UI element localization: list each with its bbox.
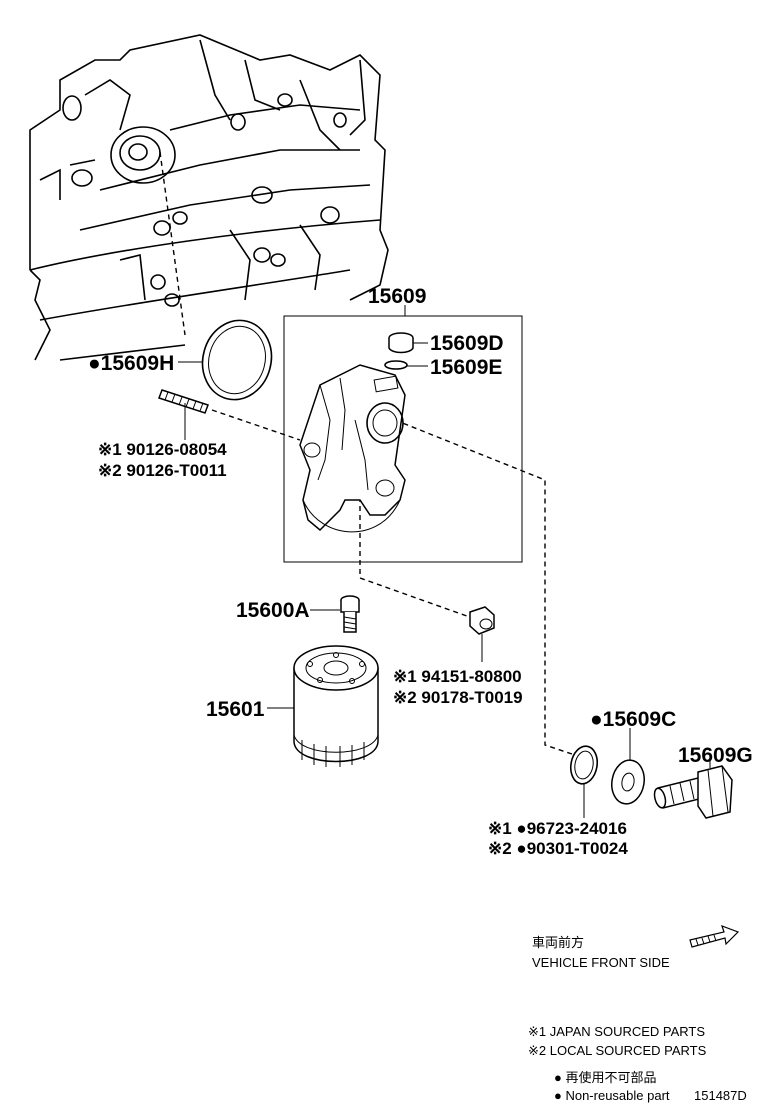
callout-15609e: 15609E <box>430 356 502 379</box>
legend-local-sourced: ※2 LOCAL SOURCED PARTS <box>528 1043 707 1058</box>
oil-filter-15601 <box>293 645 379 767</box>
callout-15609g: 15609G <box>678 744 753 767</box>
callout-15609c: ●15609C <box>590 708 676 731</box>
assembly-path-stud <box>211 409 301 441</box>
front-side-label-jp: 車両前方 <box>532 935 584 950</box>
callout-gasket-local: ※2 ●90301-T0024 <box>488 839 628 858</box>
callout-15609h: ●15609H <box>88 352 174 375</box>
plug-15609d <box>388 332 414 354</box>
callout-stud-local: ※2 90126-T0011 <box>98 461 227 480</box>
figure-id: 151487D <box>694 1088 747 1103</box>
gasket-15609e <box>384 360 408 370</box>
stud-bolt <box>158 389 209 414</box>
callout-gasket-jp: ※1 ●96723-24016 <box>488 819 627 838</box>
assembly-path-filter <box>159 151 186 336</box>
assembly-path-drain <box>359 470 479 621</box>
callout-drain-jp: ※1 94151-80800 <box>393 667 522 686</box>
drain-plug <box>469 606 495 635</box>
assembly-path-outlet <box>394 419 576 756</box>
callout-15600a: 15600A <box>236 599 310 622</box>
legend-nonreusable-en: ● Non-reusable part <box>554 1088 670 1103</box>
union-15600a <box>340 595 360 633</box>
legend-nonreusable-jp: ● 再使用不可部品 <box>554 1070 656 1085</box>
housing-assembly-frame <box>283 315 523 563</box>
callout-15609d: 15609D <box>430 332 504 355</box>
gasket-copper <box>569 745 599 785</box>
callout-drain-local: ※2 90178-T0019 <box>393 688 523 707</box>
front-side-label-en: VEHICLE FRONT SIDE <box>532 955 670 970</box>
callout-15609: 15609 <box>368 285 426 308</box>
callout-15601: 15601 <box>206 698 265 721</box>
legend-japan-sourced: ※1 JAPAN SOURCED PARTS <box>528 1024 705 1039</box>
washer-15609c <box>611 759 645 805</box>
front-arrow-icon <box>689 924 740 948</box>
callout-stud-jp: ※1 90126-08054 <box>98 440 227 459</box>
union-bolt-15609g <box>653 765 733 819</box>
oil-filter-bracket-15609 <box>299 364 406 533</box>
o-ring-15609h <box>201 319 273 401</box>
engine-block <box>29 34 389 361</box>
